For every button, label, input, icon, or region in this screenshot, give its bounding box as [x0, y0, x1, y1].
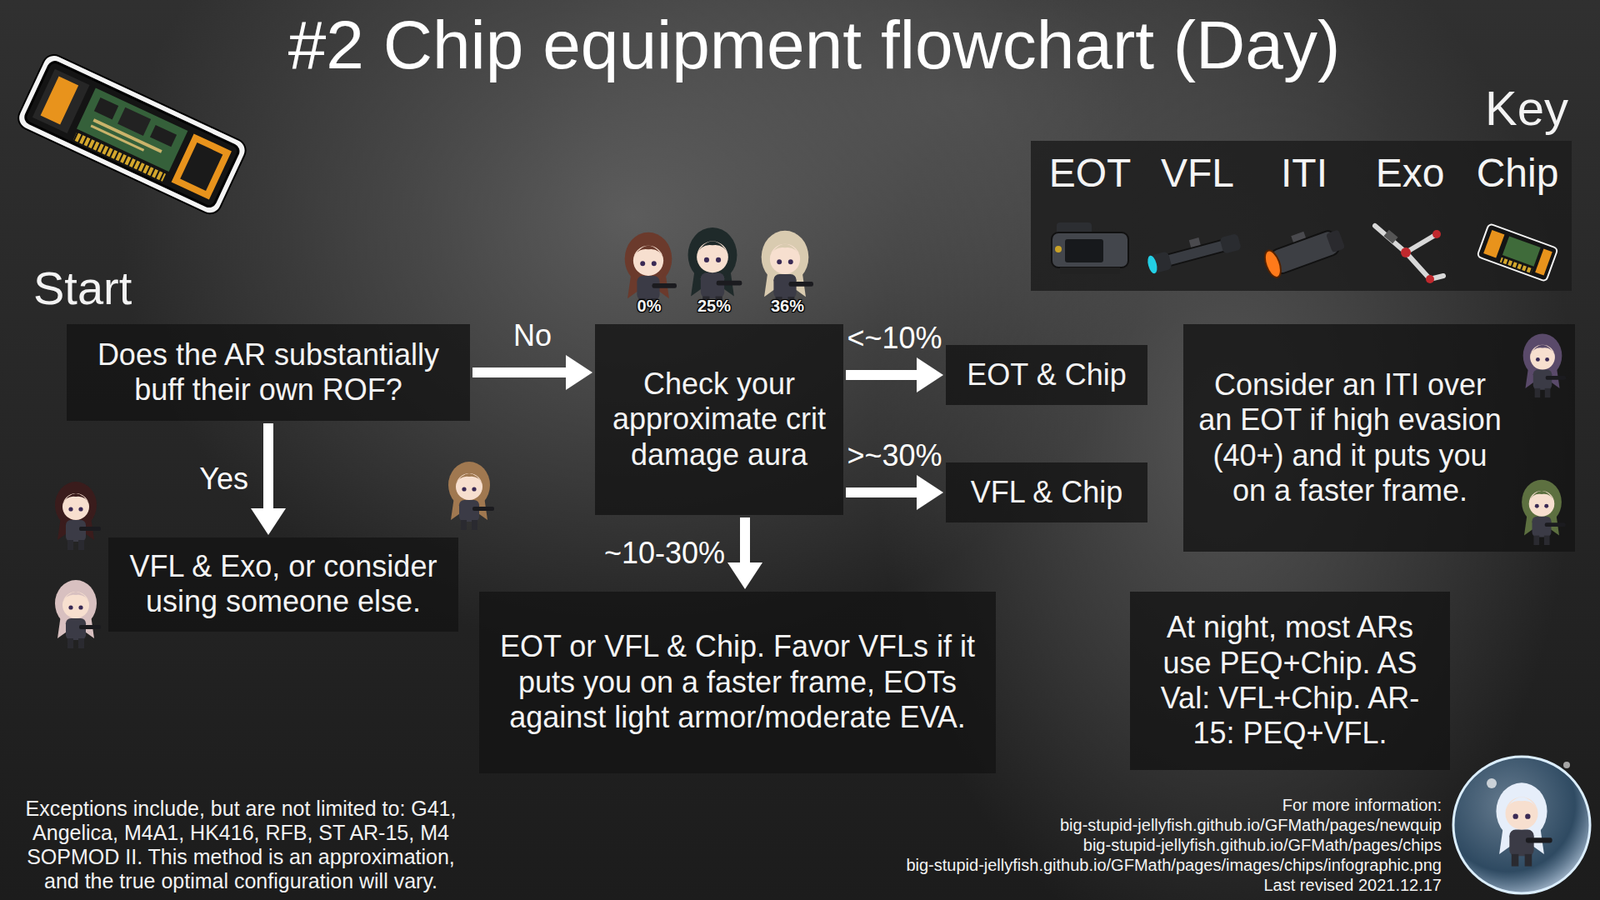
- vfl-icon: [1145, 227, 1242, 275]
- chip-illustration: [15, 50, 250, 217]
- flow-arrow: [740, 517, 750, 563]
- box-text: EOT & Chip: [957, 357, 1136, 393]
- process-box: Consider an ITI over an EOT if high evas…: [1183, 324, 1575, 552]
- start-label: Start: [33, 261, 132, 316]
- box-text: Consider an ITI over an EOT if high evas…: [1195, 367, 1505, 510]
- title: #2 Chip equipment flowchart (Day): [288, 5, 1340, 85]
- doll-figure: [55, 580, 101, 649]
- doll-icon: [1515, 475, 1569, 547]
- legend-text: Exo: [1358, 150, 1462, 197]
- doll-figure: [55, 481, 101, 550]
- doll-icon: [1516, 329, 1569, 400]
- box-text: Check your approximate crit damage aura: [606, 366, 832, 473]
- flow-arrow: [263, 423, 274, 509]
- link-text: big-stupid-jellyfish.github.io/GFMath/pa…: [1083, 835, 1442, 855]
- link-text: big-stupid-jellyfish.github.io/GFMath/pa…: [1060, 815, 1442, 835]
- flow-arrow: [845, 370, 917, 380]
- mascot-bubble: [1453, 756, 1590, 894]
- eot-icon: [1051, 222, 1129, 275]
- chip-icon: [1476, 223, 1558, 282]
- legend-text: EOT: [1038, 150, 1142, 197]
- edge-label: No: [513, 318, 552, 353]
- process-box: VFL & Chip: [945, 462, 1148, 523]
- exo-icon: [1375, 225, 1444, 284]
- process-box: EOT or VFL & Chip. Favor VFLs if it puts…: [479, 591, 996, 774]
- doll-figure: [448, 461, 495, 530]
- percent-tag: 25%: [697, 296, 731, 316]
- legend-panel: [1030, 140, 1572, 291]
- legend-heading: Key: [1466, 80, 1569, 136]
- doll-figure: [688, 227, 743, 309]
- process-box: EOT & Chip: [945, 345, 1148, 405]
- footnote: Exceptions include, but are not limited …: [6, 796, 475, 894]
- process-box: At night, most ARs use PEQ+Chip. AS Val:…: [1130, 591, 1450, 770]
- link-text: big-stupid-jellyfish.github.io/GFMath/pa…: [905, 855, 1442, 875]
- flow-arrow: [845, 487, 917, 498]
- process-box: VFL & Exo, or consider using someone els…: [108, 537, 459, 632]
- box-text: EOT or VFL & Chip. Favor VFLs if it puts…: [490, 629, 985, 735]
- edge-label: Yes: [199, 461, 249, 496]
- box-text: VFL & Chip: [957, 475, 1136, 510]
- box-text: Does the AR substantially buff their own…: [78, 337, 459, 409]
- flow-arrow: [472, 367, 566, 378]
- revision-date: Last revised 2021.12.17: [1264, 875, 1443, 895]
- process-box: Does the AR substantially buff their own…: [66, 324, 470, 421]
- legend-text: VFL: [1145, 150, 1250, 197]
- percent-tag: 0%: [637, 296, 662, 316]
- legend-text: Chip: [1465, 150, 1570, 197]
- box-text: VFL & Exo, or consider using someone els…: [120, 549, 447, 620]
- iti-icon: [1260, 220, 1347, 280]
- legend-text: ITI: [1252, 150, 1356, 197]
- doll-figure: [761, 230, 814, 309]
- edge-label: >~30%: [846, 438, 942, 473]
- edge-label: <~10%: [846, 320, 942, 355]
- link-heading: For more information:: [1282, 795, 1442, 815]
- percent-tag: 36%: [770, 296, 805, 316]
- edge-label: ~10-30%: [604, 535, 725, 570]
- box-text: At night, most ARs use PEQ+Chip. AS Val:…: [1141, 610, 1439, 752]
- process-box: Check your approximate crit damage aura: [595, 324, 844, 515]
